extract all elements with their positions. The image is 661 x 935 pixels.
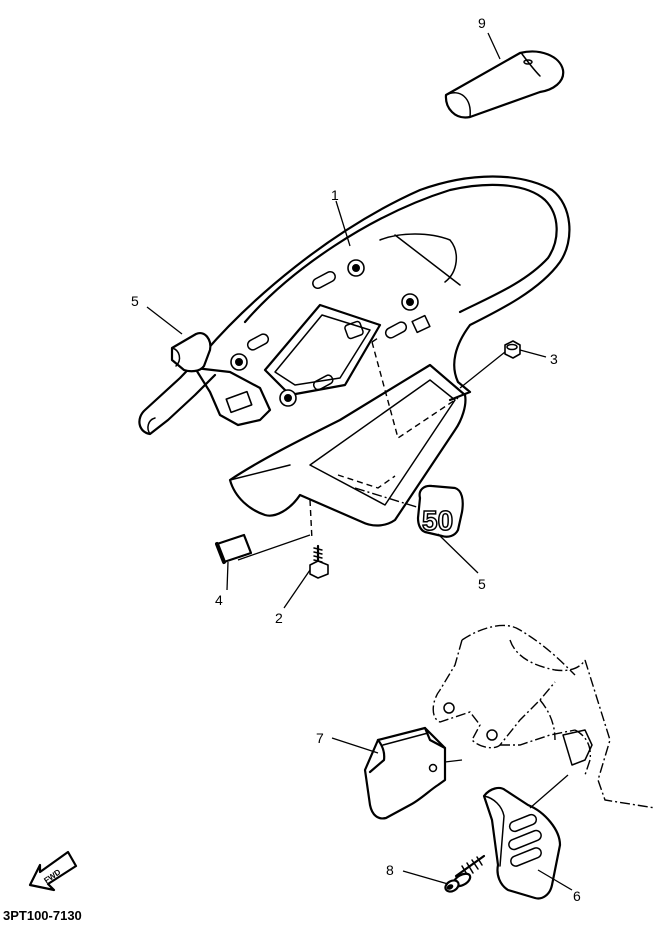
diagram-code: 3PT100-7130 xyxy=(3,908,82,923)
part-7-bracket xyxy=(363,726,447,820)
part-1-rear-fender xyxy=(138,175,571,541)
callout-6: 6 xyxy=(573,888,581,904)
part-8-screw xyxy=(444,854,486,893)
part-9-pad xyxy=(444,50,565,119)
callout-7: 7 xyxy=(316,730,324,746)
callout-5-lower: 5 xyxy=(478,576,486,592)
part-6-heel-guard xyxy=(482,786,562,900)
part-5-emblem-lower: 50 xyxy=(416,484,464,538)
frame-reference-sketch xyxy=(432,624,656,809)
fwd-arrow-icon: FWD xyxy=(28,850,78,892)
callout-1: 1 xyxy=(331,187,339,203)
callout-9: 9 xyxy=(478,15,486,31)
callout-2: 2 xyxy=(275,610,283,626)
part-5-reflector-upper xyxy=(170,332,212,373)
callout-3: 3 xyxy=(550,351,558,367)
callout-4: 4 xyxy=(215,592,223,608)
leader-lines xyxy=(146,32,573,891)
callout-5-upper: 5 xyxy=(131,293,139,309)
part-2-bolt xyxy=(309,544,329,579)
part-4-pad xyxy=(215,533,253,564)
emblem-text: 50 xyxy=(422,505,453,536)
part-3-nut xyxy=(504,340,521,359)
callout-8: 8 xyxy=(386,862,394,878)
